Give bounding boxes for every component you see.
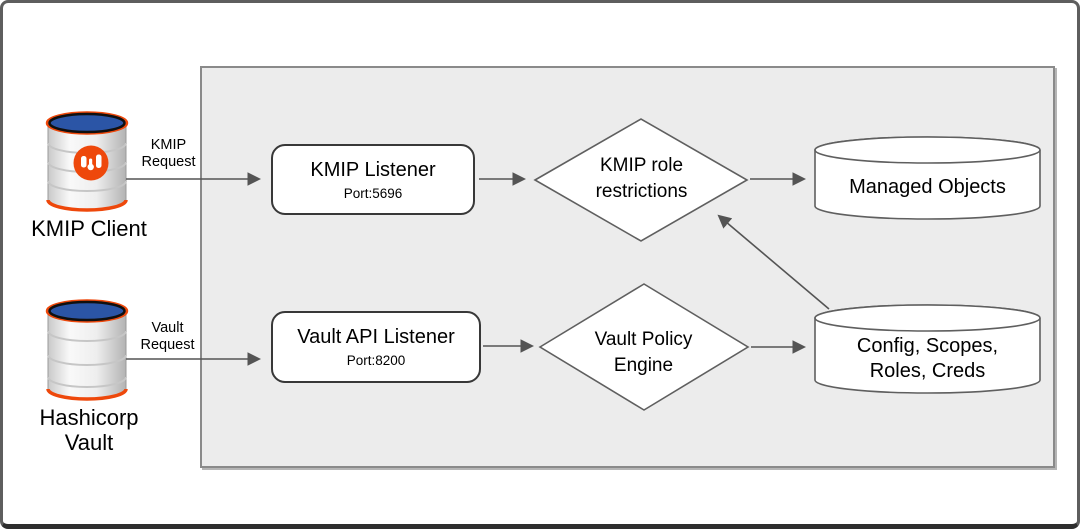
vault-api-listener-title: Vault API Listener: [297, 326, 455, 348]
config-to-restrictions-arrow: [717, 214, 830, 310]
vault-api-listener-port: Port:8200: [346, 353, 406, 368]
managed-objects-cylinder: [814, 136, 1041, 220]
hashicorp-vault-label: Hashicorp Vault: [39, 405, 139, 455]
vault-policy-engine-label: Vault Policy Engine: [594, 329, 693, 376]
kmip-role-restrictions-diamond: [533, 118, 749, 242]
kmip-listener-port: Port:5696: [343, 185, 403, 201]
config-store-cylinder: [814, 304, 1041, 394]
vault-policy-engine-diamond: [538, 283, 750, 411]
kmip-request-label: KMIP Request: [141, 137, 196, 170]
kmip-client-label: KMIP Client: [31, 216, 147, 241]
edb-logo-icon: [73, 145, 109, 181]
diagram-shapes-layer: [45, 111, 1041, 411]
hashicorp-vault-database-icon: [45, 299, 129, 401]
kmip-listener-box: KMIP Listener Port:5696: [271, 144, 475, 215]
kmip-listener-title: KMIP Listener: [310, 158, 436, 181]
vault-api-listener-box: Vault API Listener Port:8200: [271, 311, 481, 383]
vault-request-label: Vault Request: [140, 320, 195, 353]
managed-objects-label: Managed Objects: [849, 176, 1006, 198]
kmip-role-restrictions-label: KMIP role restrictions: [595, 155, 688, 202]
kmip-client-database-icon: [45, 111, 129, 212]
config-store-label: Config, Scopes, Roles, Creds: [856, 335, 999, 382]
